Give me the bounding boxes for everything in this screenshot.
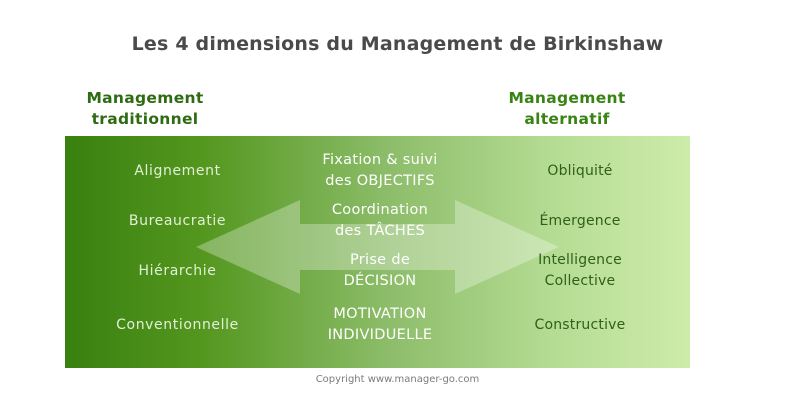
table-row: Conventionnelle MOTIVATION INDIVIDUELLE … bbox=[65, 304, 690, 356]
column-header-alternative: Management alternatif bbox=[452, 88, 682, 130]
row-3-dimension-line2: DÉCISION bbox=[343, 273, 417, 289]
table-row: Alignement Fixation & suivi des OBJECTIF… bbox=[65, 150, 690, 202]
row-1-traditional: Alignement bbox=[134, 163, 221, 179]
column-header-traditional-line2: traditionnel bbox=[91, 110, 199, 128]
row-3-dimension: Prise de DÉCISION bbox=[290, 250, 470, 292]
row-1-alternative: Obliquité bbox=[547, 163, 613, 179]
row-2-alternative: Émergence bbox=[539, 213, 621, 229]
dimension-rows: Alignement Fixation & suivi des OBJECTIF… bbox=[65, 136, 690, 368]
row-4-dimension-line1: MOTIVATION bbox=[333, 306, 427, 322]
row-4-dimension: MOTIVATION INDIVIDUELLE bbox=[290, 304, 470, 346]
table-row: Hiérarchie Prise de DÉCISION Intelligenc… bbox=[65, 250, 690, 302]
row-2-dimension-line1: Coordination bbox=[331, 202, 429, 218]
diagram-panel: Alignement Fixation & suivi des OBJECTIF… bbox=[65, 136, 690, 368]
row-2-dimension: Coordination des TÂCHES bbox=[290, 200, 470, 242]
column-header-alternative-line1: Management bbox=[508, 89, 626, 107]
row-2-dimension-line2: des TÂCHES bbox=[334, 223, 426, 239]
row-2-traditional: Bureaucratie bbox=[128, 213, 227, 229]
row-1-dimension-line1: Fixation & suivi bbox=[322, 152, 438, 168]
row-3-alternative: Intelligence Collective bbox=[470, 250, 690, 292]
row-3-dimension-line1: Prise de bbox=[349, 252, 411, 268]
column-header-traditional-line1: Management bbox=[86, 89, 204, 107]
row-3-traditional: Hiérarchie bbox=[138, 263, 217, 279]
row-3-alternative-line1: Intelligence bbox=[538, 252, 622, 268]
row-1-dimension: Fixation & suivi des OBJECTIFS bbox=[290, 150, 470, 192]
column-header-traditional: Management traditionnel bbox=[30, 88, 260, 130]
page-title: Les 4 dimensions du Management de Birkin… bbox=[131, 33, 664, 55]
row-4-dimension-line2: INDIVIDUELLE bbox=[327, 327, 433, 343]
row-1-dimension-line2: des OBJECTIFS bbox=[325, 173, 435, 189]
copyright-notice: Copyright www.manager-go.com bbox=[315, 374, 480, 385]
column-header-alternative-line2: alternatif bbox=[524, 110, 610, 128]
row-3-alternative-line2: Collective bbox=[544, 273, 616, 289]
table-row: Bureaucratie Coordination des TÂCHES Éme… bbox=[65, 200, 690, 252]
row-4-alternative: Constructive bbox=[534, 317, 626, 333]
row-4-traditional: Conventionnelle bbox=[116, 317, 239, 333]
